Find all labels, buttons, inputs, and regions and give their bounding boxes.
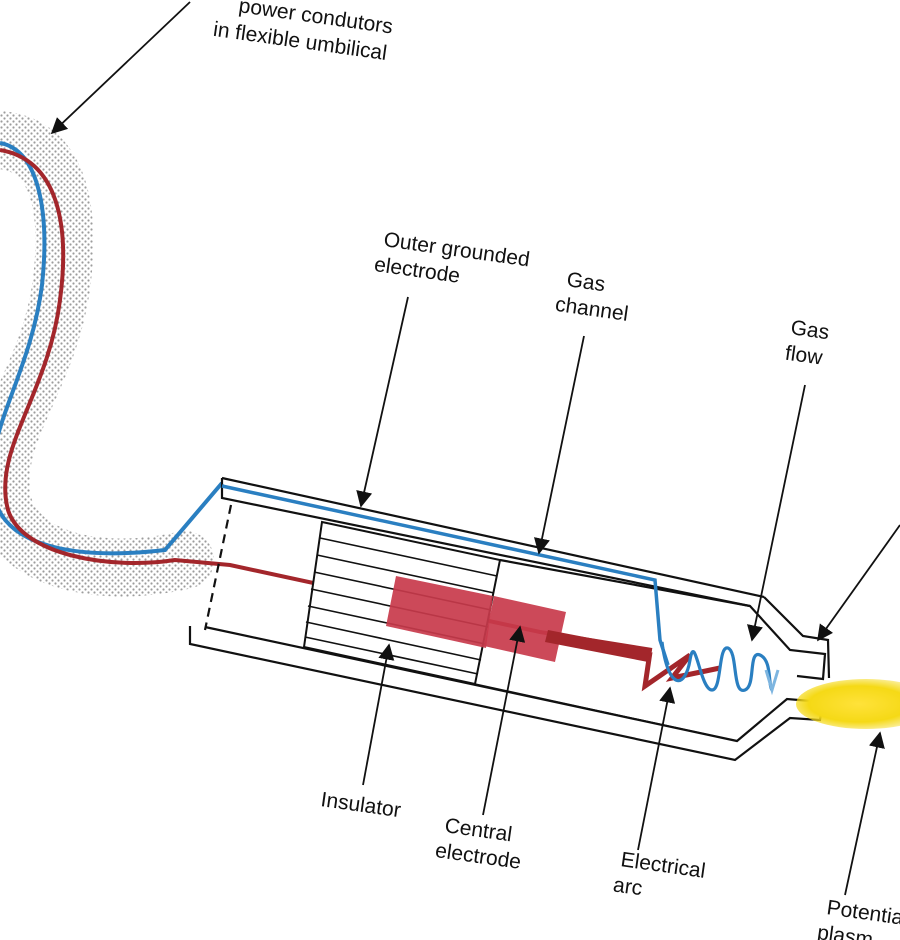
label-electrical-arc-line2: arc: [612, 873, 644, 900]
gas-flow-spiral: [660, 641, 774, 692]
torch-nozzle-upper: [763, 596, 831, 679]
label-gas-channel-line2: channel: [554, 293, 630, 326]
central-electrode: [386, 576, 652, 662]
power-conductor: [0, 148, 653, 652]
svg-text:Electrical arc: Electrical arc: [612, 848, 713, 910]
label-gas-flow-line1: Gas: [789, 316, 830, 344]
svg-text:Gas channel: Gas channel: [554, 267, 634, 326]
gas-flow-arrow: [764, 669, 780, 696]
label-insulator: Insulator: [319, 788, 402, 822]
gas-channel-lower-wall: [474, 683, 738, 742]
plasma-jet: [796, 679, 900, 729]
svg-text:Outer grounded electrode: Outer grounded electrode: [373, 227, 537, 298]
ground-conductor: [0, 141, 224, 556]
svg-text:Central electrode: Central electrode: [434, 813, 526, 874]
svg-text:Potentia plasm: Potentia plasm: [816, 895, 900, 940]
torch-body-upper: [220, 478, 827, 681]
label-gas-channel-line1: Gas: [565, 268, 606, 296]
svg-text:power condutors in flexibl: power condutors in flexible umbilical: [212, 0, 400, 66]
label-gas-flow-line2: flow: [784, 342, 825, 370]
rear-cap: [203, 504, 233, 631]
torch-body-upper-outer: [221, 476, 765, 599]
umbilical-sheath: [0, 111, 214, 597]
gas-channel-wall: [499, 558, 751, 608]
svg-text:Gas flow: Gas flow: [784, 316, 837, 371]
